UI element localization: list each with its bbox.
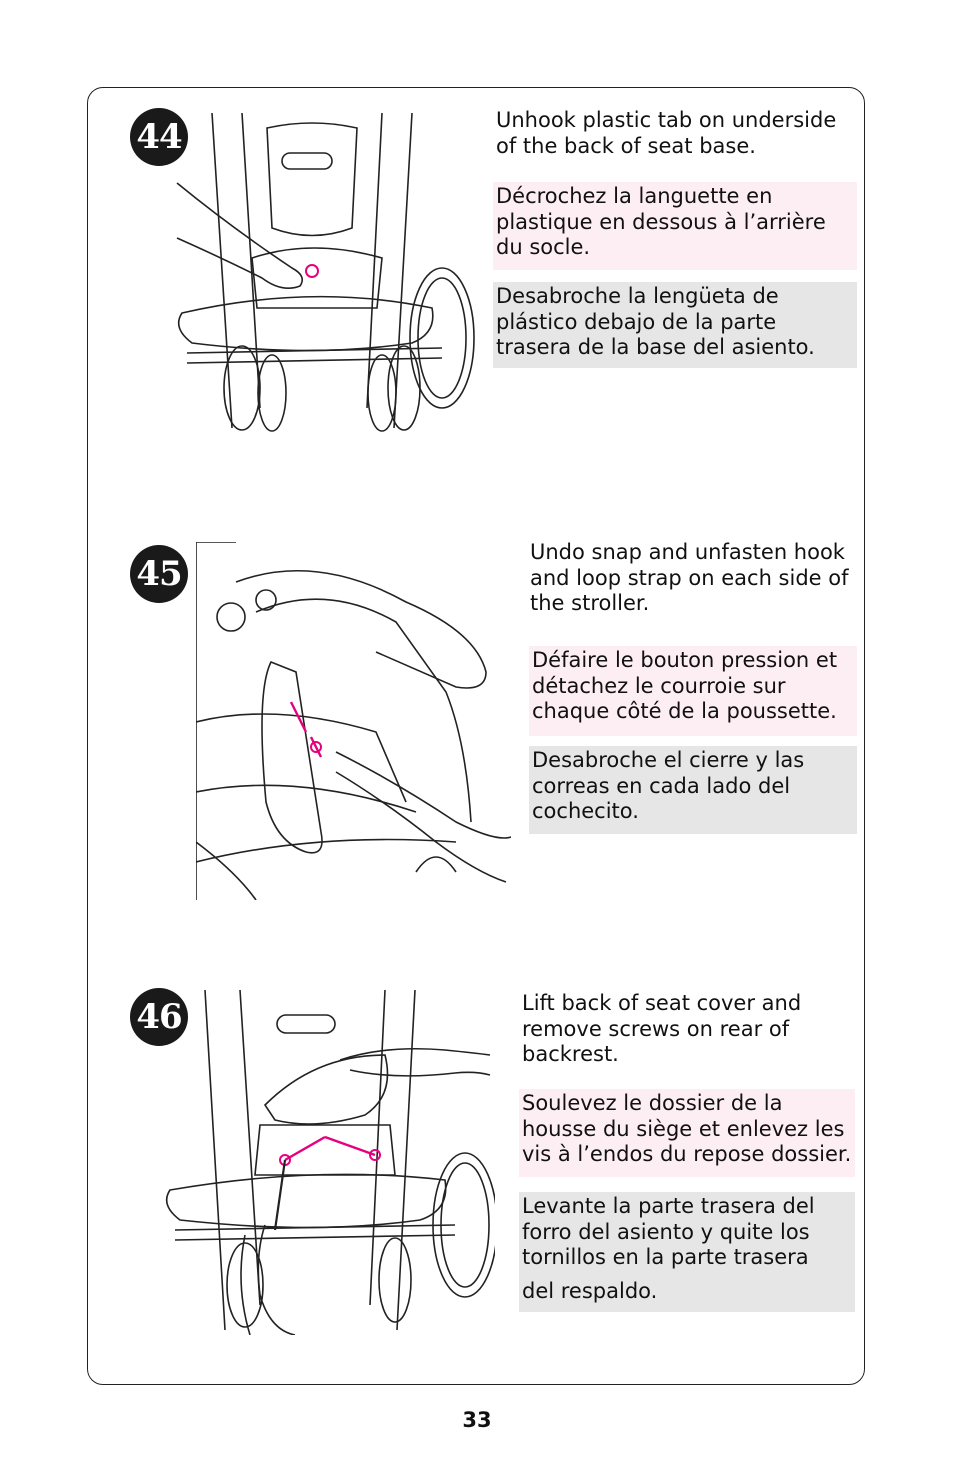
step-number-badge: 45 xyxy=(130,545,188,603)
step-text-es-main: Levante la parte trasera del forro del a… xyxy=(522,1194,815,1269)
stroller-backrest-screws-illustration xyxy=(165,985,495,1335)
step-text-es: Desabroche el cierre y las correas en ca… xyxy=(529,746,857,834)
stroller-side-strap-illustration xyxy=(196,542,511,900)
step-number-badge: 46 xyxy=(130,988,188,1046)
step-number-badge: 44 xyxy=(130,108,188,166)
step-text-fr: Décrochez la languette en plastique en d… xyxy=(493,182,857,270)
step-text-es: Desabroche la lengüeta de plástico debaj… xyxy=(493,282,857,368)
step-text-en: Lift back of seat cover and remove screw… xyxy=(522,991,802,1066)
step-text-en: Undo snap and unfasten hook and loop str… xyxy=(530,540,849,615)
step-text-fr: Soulevez le dossier de la housse du sièg… xyxy=(519,1089,855,1177)
page-number: 33 xyxy=(462,1408,492,1432)
step-text-es-cont: del respaldo. xyxy=(522,1278,658,1303)
step-text-fr: Défaire le bouton pression et détachez l… xyxy=(529,646,857,736)
step-text-en: Unhook plastic tab on underside of the b… xyxy=(496,108,837,158)
stroller-rear-illustration xyxy=(172,108,482,433)
step-text-es: Levante la parte trasera del forro del a… xyxy=(519,1192,855,1312)
instruction-panel xyxy=(87,87,865,1385)
